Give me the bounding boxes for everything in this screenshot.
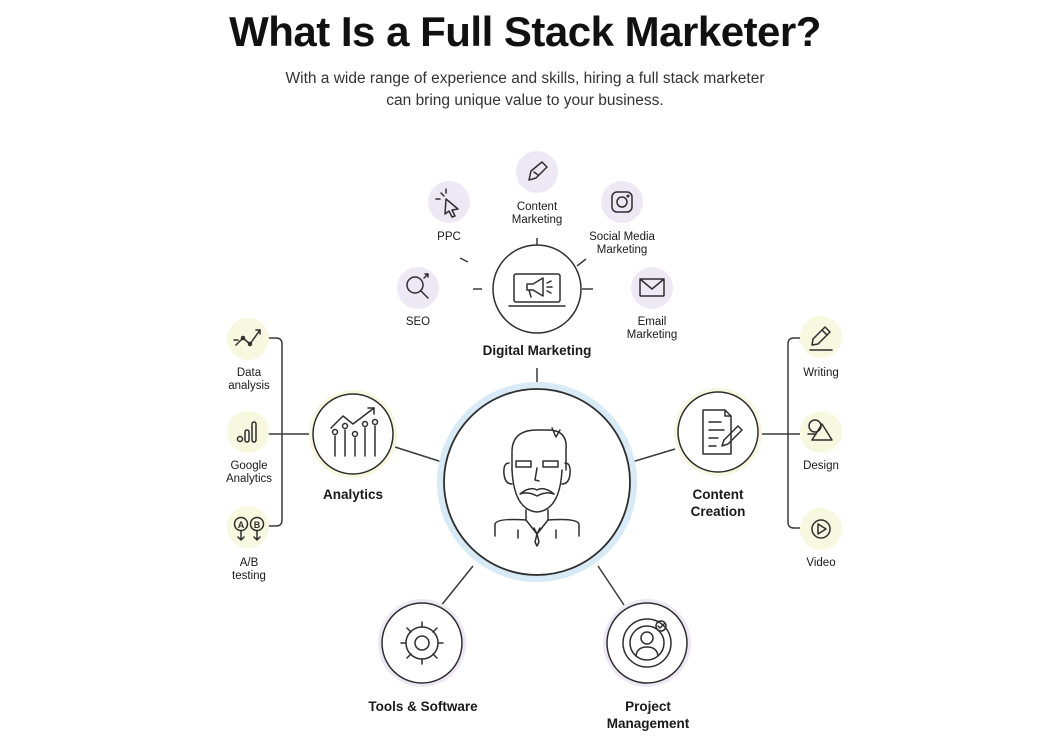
bar-chart-icon (236, 421, 257, 443)
skill-data-analysis: Data analysis (227, 318, 270, 392)
skill-label-ppc: PPC (437, 231, 461, 243)
center-marketer (437, 382, 637, 582)
ab-test-icon (233, 516, 265, 541)
ab-icon-b: B (254, 520, 261, 530)
project-circle (606, 602, 688, 684)
skill-video: Video (800, 508, 842, 569)
skill-email: Email Marketing (627, 267, 678, 341)
skill-label-google-line2: Analytics (226, 473, 272, 485)
bracket-analytics (266, 337, 283, 527)
spoke-ppc (459, 257, 469, 263)
connector-center-analytics (394, 446, 443, 463)
tools-circle (381, 602, 463, 684)
skill-social-media: Social Media Marketing (589, 181, 656, 256)
hub-project-management: Project Management (603, 599, 691, 731)
content-marketing-bubble (516, 151, 558, 193)
instagram-icon (611, 191, 633, 213)
writing-bubble (800, 316, 842, 358)
content-creation-circle (677, 391, 759, 473)
connector-center-content (631, 448, 676, 463)
skill-label-social-line2: Marketing (597, 244, 648, 256)
google-analytics-bubble (227, 411, 269, 453)
skill-label-ab-line1: A/B (240, 557, 259, 569)
skill-label-data-line2: analysis (228, 380, 270, 392)
skill-label-google-line1: Google (230, 460, 267, 472)
gear-icon (400, 621, 444, 665)
page-title: What Is a Full Stack Marketer? (229, 8, 821, 55)
envelope-icon (639, 278, 665, 297)
hub-label-project-line1: Project (625, 699, 671, 714)
ab-icon-a: A (238, 520, 245, 530)
hub-label-tools: Tools & Software (368, 699, 478, 714)
skill-seo: SEO (397, 267, 439, 328)
skill-label-writing: Writing (803, 367, 839, 379)
pencil-icon (809, 326, 833, 351)
cursor-click-icon (435, 188, 459, 218)
skill-content-marketing: Content Marketing (512, 151, 563, 226)
seo-bubble (397, 267, 439, 309)
skill-label-email-line1: Email (638, 316, 667, 328)
skill-google-analytics: Google Analytics (226, 411, 272, 485)
connector-lines (266, 238, 800, 608)
skill-label-data-line1: Data (237, 367, 262, 379)
hub-content-creation: Content Creation (674, 388, 762, 519)
skill-writing: Writing (800, 316, 842, 379)
hub-label-content-line2: Creation (691, 504, 746, 519)
play-icon (811, 519, 831, 539)
pen-tool-icon (528, 161, 548, 181)
digital-marketing-circle (492, 244, 582, 334)
center-circle (443, 388, 631, 576)
hub-label-analytics: Analytics (323, 487, 383, 502)
skill-design: Design (800, 411, 842, 472)
hub-label-digital-marketing: Digital Marketing (483, 343, 592, 358)
subtitle-line-2: can bring unique value to your business. (386, 92, 664, 109)
hub-label-project-line2: Management (607, 716, 690, 731)
skill-label-social-line1: Social Media (589, 231, 655, 243)
magnifier-icon (406, 273, 429, 299)
subtitle-line-1: With a wide range of experience and skil… (285, 70, 765, 87)
skill-label-email-line2: Marketing (627, 329, 678, 341)
skill-ppc: PPC (428, 181, 470, 243)
skill-label-seo: SEO (406, 316, 430, 328)
skill-label-design: Design (803, 460, 839, 472)
skill-label-content-line1: Content (517, 201, 558, 213)
skill-label-ab-line2: testing (232, 570, 266, 582)
skill-label-content-line2: Marketing (512, 214, 563, 226)
line-graph-icon (233, 329, 261, 347)
connector-center-tools (439, 565, 474, 608)
hub-analytics: Analytics (309, 390, 397, 502)
design-bubble (800, 411, 842, 453)
connector-center-project (597, 565, 625, 606)
shapes-icon (807, 419, 833, 441)
skill-label-video: Video (806, 557, 835, 569)
marketer-avatar-icon (494, 427, 580, 547)
laptop-megaphone-icon (508, 273, 566, 307)
data-analysis-bubble (227, 318, 269, 360)
target-person-icon (622, 618, 672, 668)
hub-tools-software: Tools & Software (368, 599, 478, 714)
email-bubble (631, 267, 673, 309)
hub-label-content-line1: Content (693, 487, 744, 502)
skill-ab-testing: A B A/B testing (227, 506, 269, 582)
trend-chart-icon (330, 407, 379, 457)
bracket-content (787, 337, 800, 529)
social-media-bubble (601, 181, 643, 223)
video-bubble (800, 508, 842, 550)
hub-digital-marketing: Digital Marketing (483, 244, 592, 358)
page-subtitle: With a wide range of experience and skil… (275, 68, 775, 112)
spoke-social (576, 258, 587, 267)
document-pen-icon (702, 409, 743, 455)
